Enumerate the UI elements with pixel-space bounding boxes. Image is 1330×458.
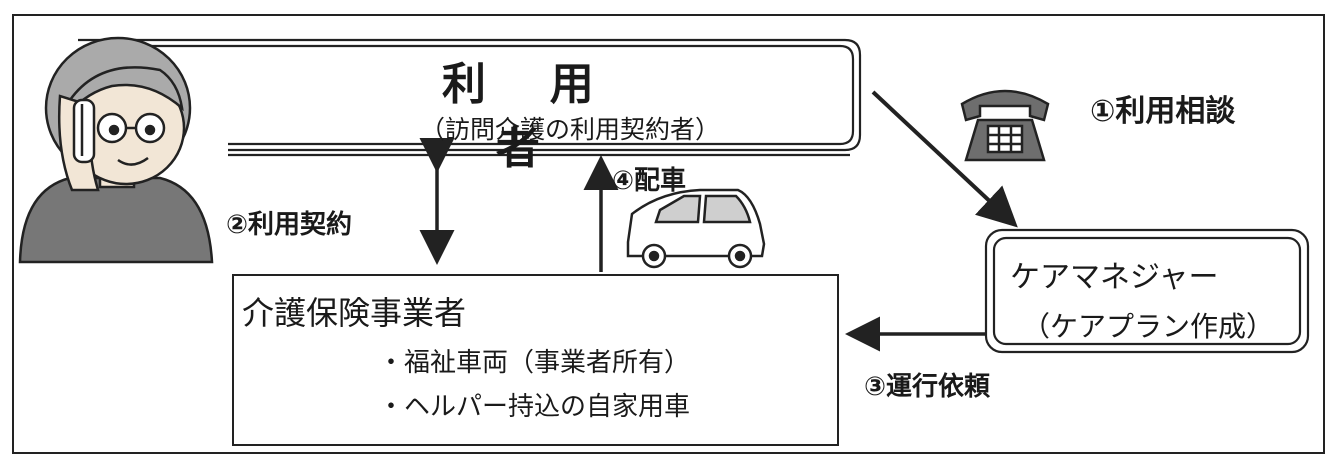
person-on-phone-icon <box>18 36 214 264</box>
care-manager-subtitle: （ケアプラン作成） <box>1022 310 1275 343</box>
step-2-label: ②利用契約 <box>226 210 353 240</box>
user-box-outline <box>78 38 862 157</box>
arrow-consult <box>871 90 1018 228</box>
step-4-label: ④配車 <box>612 166 687 196</box>
outer-frame <box>12 14 1325 454</box>
provider-item-welfare-vehicle: ・福祉車両（事業者所有） <box>378 348 691 378</box>
provider-item-helper-car: ・ヘルパー持込の自家用車 <box>378 392 691 422</box>
user-title: 利 用 者 <box>442 59 618 174</box>
car-icon <box>626 188 766 269</box>
step-3-label: ③運行依頼 <box>864 372 991 402</box>
step-1-label: ①利用相談 <box>1090 94 1236 129</box>
provider-box <box>232 274 839 446</box>
user-subtitle: （訪問介護の利用契約者） <box>419 115 720 144</box>
care-manager-title: ケアマネジャー <box>1010 260 1219 295</box>
telephone-icon <box>960 89 1050 162</box>
provider-title: 介護保険事業者 <box>242 294 467 332</box>
care-manager-box <box>984 228 1310 354</box>
